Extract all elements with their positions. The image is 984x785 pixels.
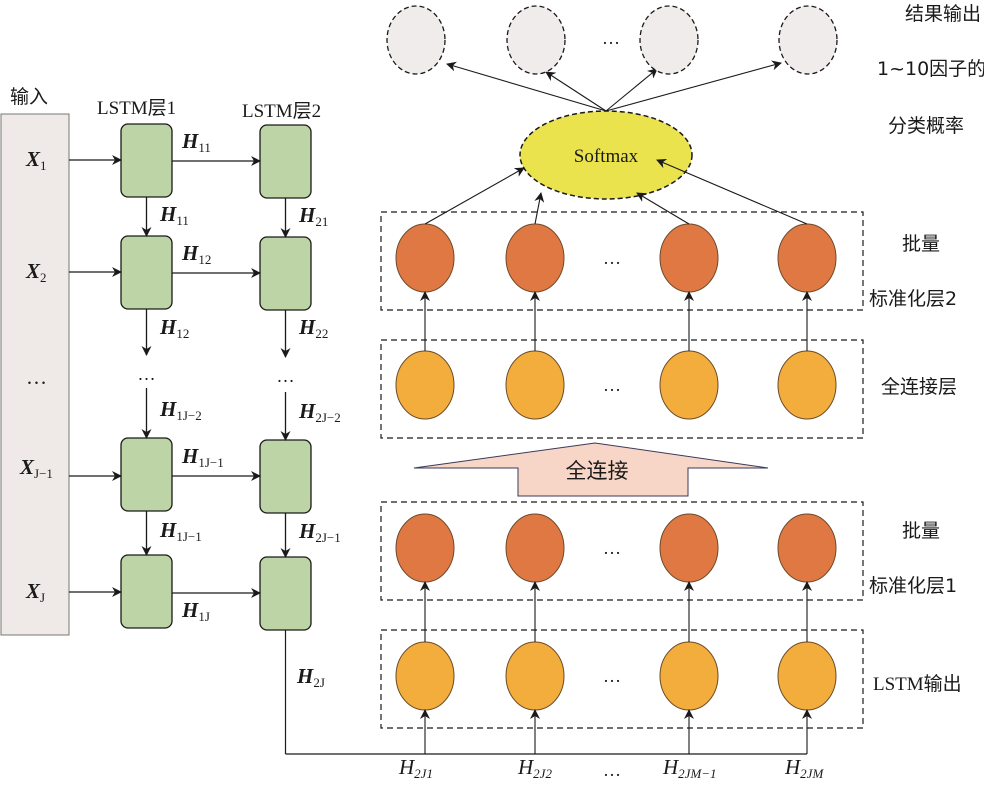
fc-node [505,350,565,420]
horizontal-hidden-label: H1J−1 [181,444,224,470]
output-label-line2: 1~10因子的 [877,58,984,80]
bottom-input-label: H2J2 [517,755,552,781]
node-row-ellipsis: … [603,538,621,558]
input-title: 输入 [10,86,48,108]
bn1-node [395,513,455,583]
horizontal-hidden-label: H12 [181,241,211,267]
lstm-column-ellipsis: … [277,366,295,386]
bn2-box [380,211,864,311]
softmax-to-output-arrow [605,60,782,112]
bn2-to-softmax-arrow [534,192,545,225]
softmax-to-output-arrow [605,68,658,112]
output-probability-node [506,5,566,75]
final-hidden-label: H2J [296,664,325,690]
input-item: X2 [25,259,47,285]
fc-layer-box [380,339,864,439]
lstm-layer2-cell [259,439,312,514]
bn1-label-line1: 批量 [902,520,940,542]
lstm-output-box [380,629,864,729]
output-probability-node [386,5,446,75]
lstm-layer2-title: LSTM层2 [242,101,321,122]
node-row-ellipsis: … [603,666,621,686]
bn2-label-line1: 批量 [902,233,940,255]
lstm-column-ellipsis: … [138,364,156,384]
fc-node [395,350,455,420]
lstm-output-node [659,641,719,711]
lstm-layer2-cell [259,556,312,631]
bottom-input-label: H2JM−1 [662,755,717,781]
node-row-ellipsis: … [603,248,621,268]
lstm-layer1-title: LSTM层1 [97,98,176,119]
lstm-output-node [777,641,837,711]
lstm-output-label: LSTM输出 [873,673,962,695]
lstm-layer1-cell [120,437,173,512]
lstm-layer1-cell [120,123,173,198]
layer1-vertical-label: H12 [159,315,189,341]
input-item: … [26,365,47,389]
output-row-ellipsis: … [602,28,620,48]
input-item: XJ−1 [19,455,53,481]
bn2-node [505,223,565,293]
bn1-node [505,513,565,583]
output-label-line1: 结果输出： [905,3,984,25]
bn2-node [659,223,719,293]
bn2-node [777,223,837,293]
bn2-label-line2: 标准化层2 [869,288,957,310]
output-probability-node [639,5,699,75]
layer2-vertical-label: H2J−2 [298,399,341,425]
output-label-line3: 分类概率 [888,115,964,137]
bottom-input-ellipsis: … [603,760,621,780]
lstm-output-node [505,641,565,711]
bn2-node [395,223,455,293]
bn1-node [659,513,719,583]
bn1-label-line2: 标准化层1 [869,575,957,597]
bn1-box [380,501,864,601]
fc-node [659,350,719,420]
input-item: X1 [25,147,47,173]
softmax-label: Softmax [574,146,639,167]
lstm-layer1-cell [120,235,173,310]
bn2-to-softmax-arrow [656,158,808,225]
horizontal-hidden-label: H1J [181,598,210,624]
softmax-to-output-arrow [446,61,607,112]
fc-layer-label: 全连接层 [881,376,957,398]
layer2-vertical-label: H2J−1 [298,519,341,545]
layer2-vertical-label: H22 [298,315,328,341]
lstm-layer2-cell [259,124,312,199]
input-panel [0,113,70,636]
lstm-layer2-cell [259,236,312,311]
fc-node [777,350,837,420]
bn2-to-softmax-arrow [424,167,525,225]
input-item: XJ [25,579,45,605]
lstm-layer1-cell [120,554,173,629]
bottom-input-label: H2JM [784,755,824,781]
softmax-to-output-arrow [545,71,607,112]
layer1-vertical-label: H11 [159,202,189,228]
layer1-vertical-label: H1J−1 [159,518,202,544]
layer2-vertical-label: H21 [298,203,328,229]
output-probability-node [778,5,838,75]
bn1-node [777,513,837,583]
node-row-ellipsis: … [603,375,621,395]
layer1-vertical-label: H1J−2 [159,397,202,423]
horizontal-hidden-label: H11 [181,129,211,155]
bn2-to-softmax-arrow [636,192,690,225]
full-connection-label: 全连接 [566,459,629,483]
full-connection-arrow: 全连接 [413,442,769,497]
lstm-output-node [395,641,455,711]
bottom-input-label: H2J1 [398,755,433,781]
